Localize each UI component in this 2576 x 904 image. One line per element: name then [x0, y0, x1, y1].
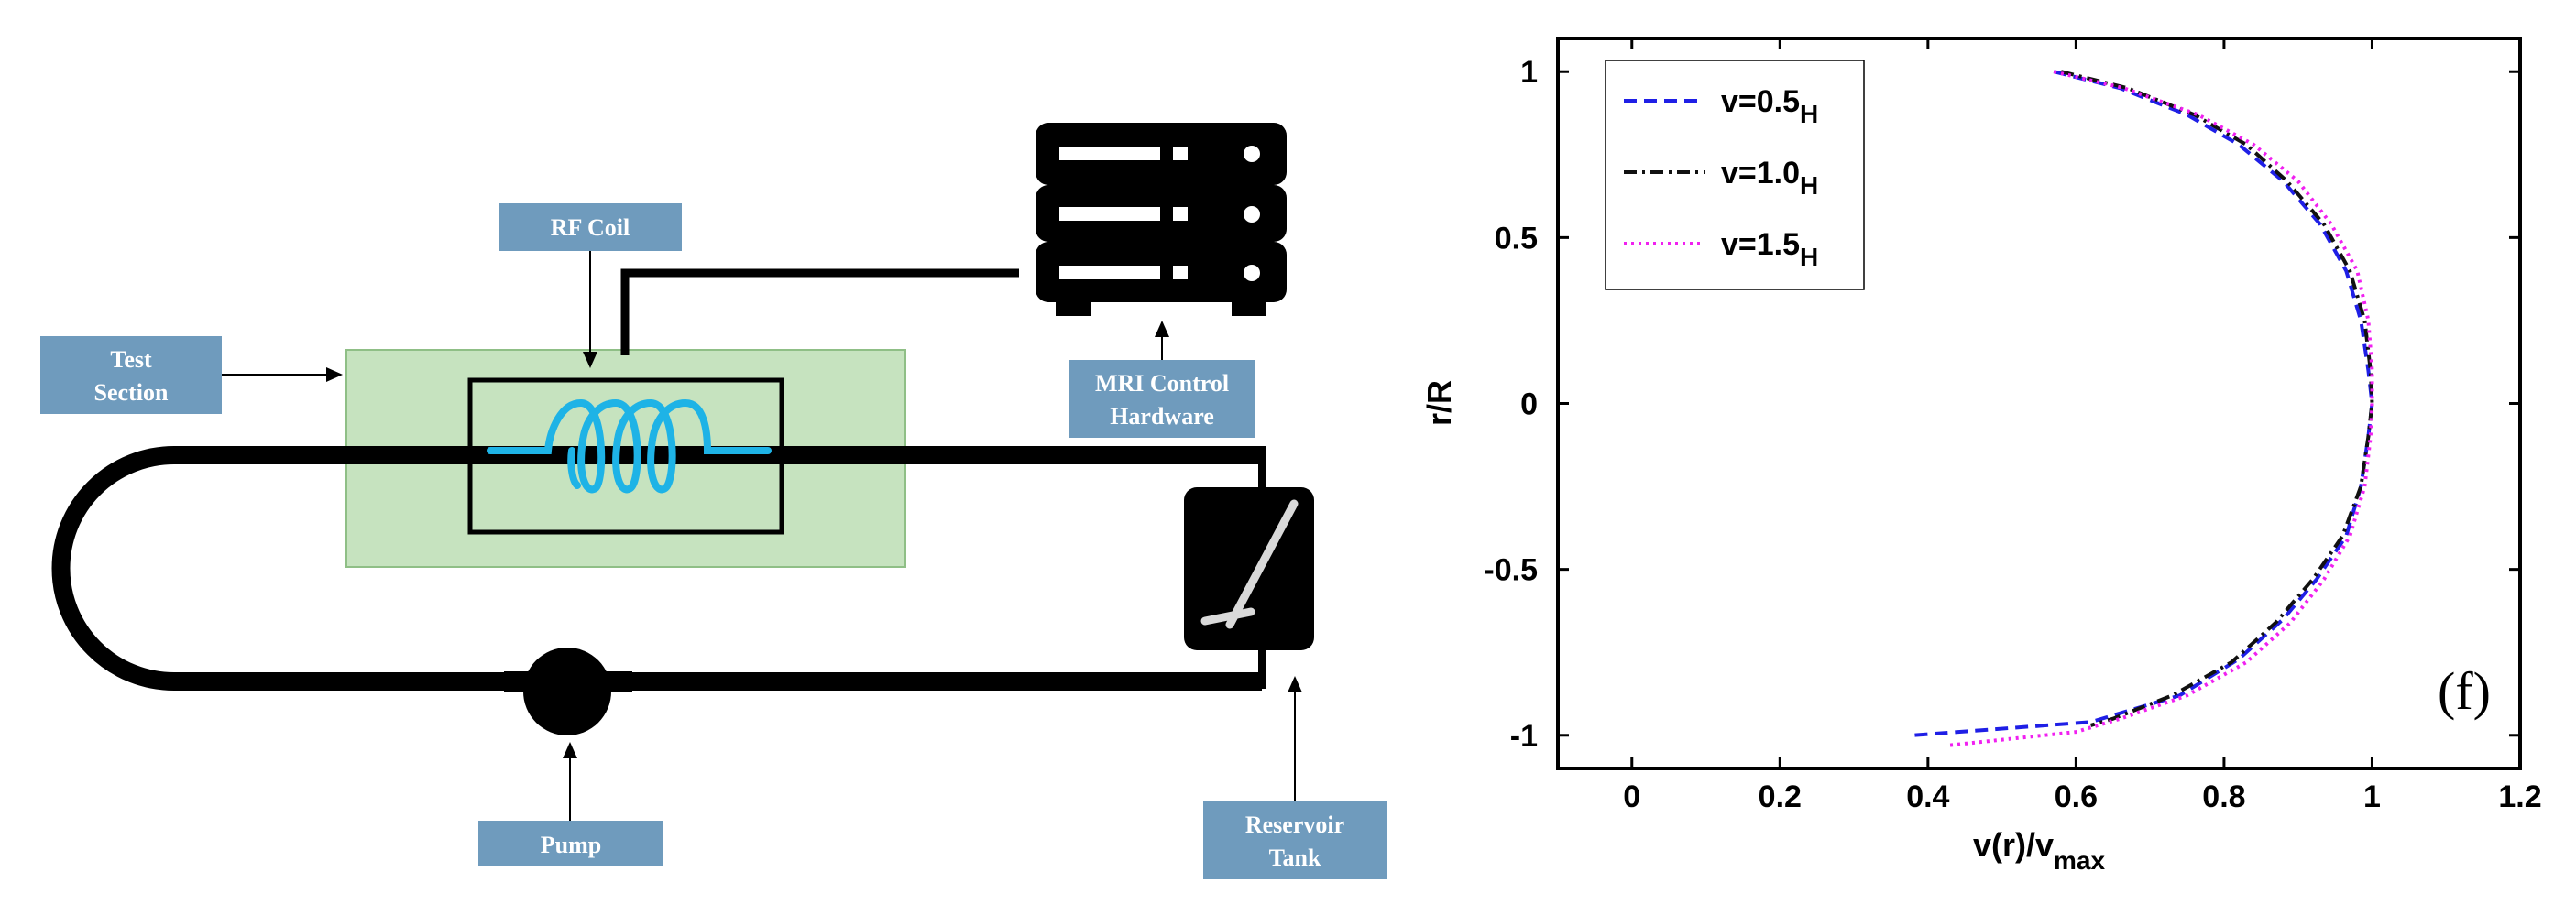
flow-loop-diagram: RF Coil Test Section MRI Control Hardwar…: [40, 123, 1387, 879]
pump-icon: [504, 648, 632, 735]
y-tick-label: 1: [1520, 55, 1538, 90]
reservoir-label-line2: Tank: [1269, 844, 1321, 871]
x-axis-label: v(r)/vmax: [1973, 826, 2106, 875]
x-tick-label: 1: [2363, 779, 2381, 814]
panel-label: (f): [2438, 661, 2491, 721]
reservoir-label-line1: Reservoir: [1245, 811, 1344, 838]
legend-label-3: v=1.5H: [1721, 227, 1818, 271]
test-section-label-box: [40, 336, 222, 414]
x-tick-label: 0: [1623, 779, 1640, 814]
pump-label: Pump: [541, 832, 601, 858]
series-line-2: [2060, 70, 2374, 727]
pump-label-box: [478, 821, 663, 866]
x-tick-label: 0.2: [1759, 779, 1802, 814]
mri-control-label-line2: Hardware: [1110, 403, 1214, 430]
mri-control-label-line1: MRI Control: [1095, 370, 1229, 397]
coil-cable: [620, 268, 1019, 355]
series-line-3: [1949, 70, 2374, 747]
coil-housing: [467, 377, 784, 535]
x-tick-labels: 0 0.2 0.4 0.6 0.8 1 1.2: [1623, 779, 2541, 814]
y-axis-label: r/R: [1420, 380, 1458, 426]
test-section-label-line1: Test: [110, 346, 152, 373]
velocity-profile-chart: 0 0.2 0.4 0.6 0.8 1 1.2 1 0.5 0 -0.5 -1 v=0.5H v=1.…: [1420, 37, 2542, 875]
y-tick-label: 0: [1520, 387, 1538, 422]
server-rack-icon: [1036, 123, 1287, 316]
x-tick-label: 0.8: [2202, 779, 2245, 814]
x-axis-label-sub: max: [2054, 846, 2105, 875]
rf-coil-label-box: [499, 203, 682, 251]
test-section-label-line2: Section: [94, 379, 169, 406]
reservoir-tank-icon: [1184, 487, 1314, 650]
x-tick-label: 0.4: [1906, 779, 1949, 814]
rf-coil-label: RF Coil: [551, 214, 630, 241]
y-tick-label: -0.5: [1484, 553, 1538, 588]
rf-coil-icon: [487, 398, 772, 494]
x-tick-label: 1.2: [2498, 779, 2541, 814]
y-tick-label: 0.5: [1495, 221, 1538, 256]
axis-ticks: [1558, 38, 2522, 768]
legend-box: [1605, 60, 1865, 290]
series-lines: [1913, 70, 2374, 747]
mri-control-label-box: [1069, 360, 1255, 438]
y-tick-label: -1: [1510, 719, 1538, 754]
reservoir-label-box: [1203, 801, 1387, 879]
x-tick-label: 0.6: [2055, 779, 2098, 814]
legend-label-2: v=1.0H: [1721, 156, 1818, 200]
pipe-loop: [51, 446, 1262, 691]
y-tick-labels: 1 0.5 0 -0.5 -1: [1484, 55, 1538, 754]
legend-label-1: v=0.5H: [1721, 84, 1818, 128]
legend: v=0.5H v=1.0H v=1.5H: [1605, 60, 1865, 290]
